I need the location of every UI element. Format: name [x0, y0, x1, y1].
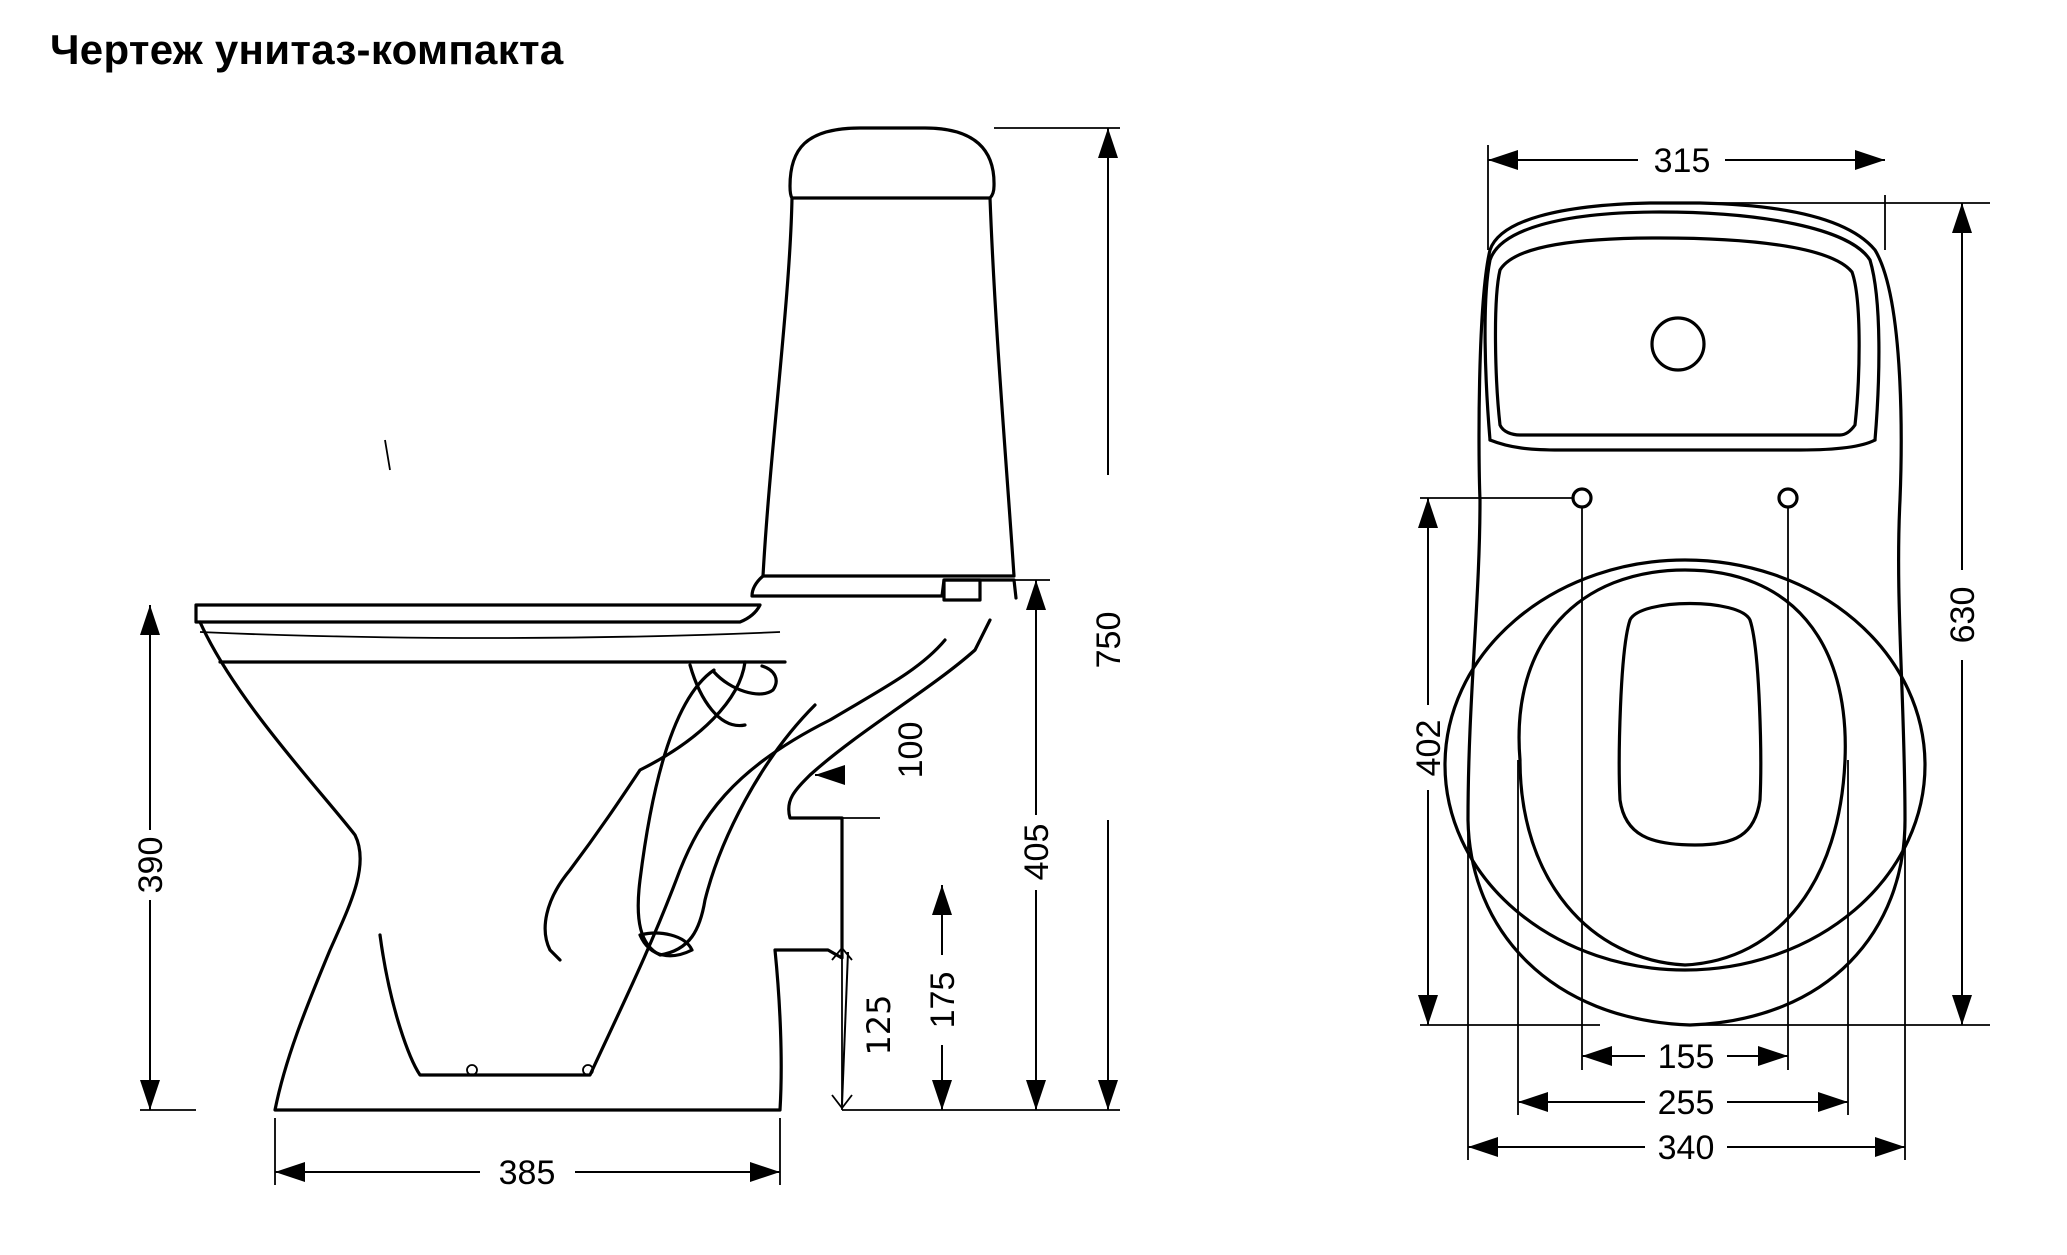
mount-hole-1 [466, 1064, 478, 1076]
flush-button [1650, 316, 1706, 372]
dim-label-155: 155 [1658, 1038, 1715, 1076]
dim-label-100: 100 [892, 722, 930, 779]
dot-mark [384, 439, 391, 471]
bowl-rim [194, 603, 762, 624]
seat-hole-right [1777, 487, 1799, 509]
outlet-nut [942, 578, 982, 602]
tank-top-front [1488, 438, 1877, 452]
siphon-opening [638, 931, 694, 958]
dim-label-402: 402 [1410, 720, 1448, 777]
trap-inner [378, 638, 947, 1077]
tank-top-inner [1493, 236, 1861, 437]
tank-top-outline [1483, 210, 1881, 442]
dim-label-385: 385 [499, 1154, 556, 1192]
trap-channel [543, 660, 747, 962]
dim-arrow-125-top [831, 946, 853, 961]
dim-label-405: 405 [1018, 824, 1056, 881]
seat-ring-outer [1443, 558, 1927, 972]
dim-label-125-handwritten: 125 [860, 994, 898, 1055]
rim-channel [712, 664, 778, 696]
top-view: 315 630 402 155 255 340 [1410, 142, 1990, 1167]
dim-line-125 [841, 951, 849, 1106]
dim-label-750: 750 [1090, 612, 1128, 669]
page-title: Чертеж унитаз-компакта [50, 26, 564, 73]
back-inner [688, 663, 747, 728]
dim-label-630: 630 [1944, 587, 1982, 644]
seat-hole-left [1571, 487, 1593, 509]
bowl-seat-line [199, 631, 781, 639]
outer-outline [1466, 201, 1907, 1027]
dim-arrow-125-bottom [831, 1094, 853, 1110]
seat-ring-inner [1517, 568, 1847, 967]
tank-lid [788, 126, 996, 200]
dim-label-175: 175 [924, 972, 962, 1029]
mount-hole-2 [582, 1064, 594, 1076]
dim-label-315: 315 [1654, 142, 1711, 180]
side-view: 390 750 405 100 175 125 385 [132, 126, 1128, 1192]
dim-label-255: 255 [1658, 1084, 1715, 1122]
dim-label-340: 340 [1658, 1129, 1715, 1167]
tank-body [761, 196, 1016, 578]
dim-label-390: 390 [132, 837, 170, 894]
bowl-opening [1617, 601, 1763, 847]
